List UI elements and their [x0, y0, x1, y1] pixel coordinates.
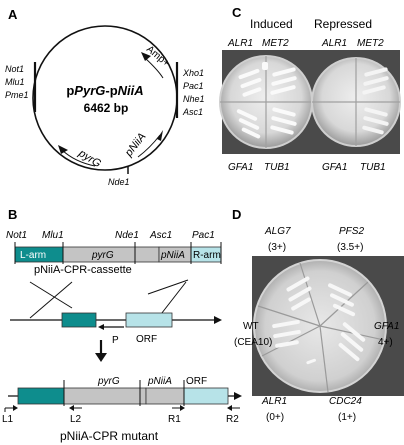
- mutant-locus: pyrG pNiiA ORF: [8, 376, 242, 406]
- genome-orf: [125, 312, 173, 328]
- primer-r1: R1: [168, 414, 181, 425]
- promoter-label: P: [112, 335, 119, 346]
- primer-r2: R2: [226, 414, 239, 425]
- site-pac1: Pac1: [183, 81, 204, 91]
- panel-c-letter: C: [232, 5, 242, 20]
- crossover-right-a: [147, 279, 189, 295]
- seg-rarm: R-arm: [193, 250, 221, 261]
- gene-tub1-induced: TUB1: [264, 162, 290, 173]
- seg-pniia: pNiiA: [160, 250, 185, 261]
- gene-gfa1-induced: GFA1: [228, 162, 253, 173]
- induced-streaks-tub1: [270, 107, 297, 135]
- feature-pyrg: pyrG: [76, 147, 104, 171]
- sector-score-cdc24: (1+): [338, 412, 356, 423]
- seg-pyrg: pyrG: [91, 250, 114, 261]
- condition-induced: Induced: [250, 17, 293, 31]
- sector-score-alr1: (0+): [266, 412, 284, 423]
- gene-met2-repressed: MET2: [357, 38, 384, 49]
- panel-d: D ALG7 (3+) PFS2 (3.5+): [232, 207, 404, 423]
- site-asc1: Asc1: [182, 107, 203, 117]
- plasmid-name: pPyrG-pNiiA: [66, 83, 143, 98]
- mutant-seg-pyrg: pyrG: [97, 376, 120, 387]
- repressed-streaks-met2: [362, 67, 389, 95]
- cassette: L-arm pyrG pNiiA R-arm: [14, 242, 222, 264]
- down-arrow-head: [95, 353, 107, 362]
- sector-gene-alr1: ALR1: [261, 396, 287, 407]
- genome-locus: P ORF: [10, 312, 222, 346]
- site-b-nde1: Nde1: [115, 230, 139, 241]
- primer-l1: L1: [2, 414, 14, 425]
- primers: L1 L2 R1 R2: [2, 405, 240, 425]
- panel-a-letter: A: [8, 7, 18, 22]
- orf-label: ORF: [136, 334, 157, 345]
- sector-gene-pfs2: PFS2: [339, 226, 364, 237]
- gene-gfa1-repressed: GFA1: [322, 162, 347, 173]
- seg-larm: L-arm: [20, 250, 46, 261]
- crossover-right-b: [157, 281, 187, 319]
- mutant-seg-pniia: pNiiA: [147, 376, 172, 387]
- induced-streaks-alr1: [238, 68, 262, 97]
- panel-c: C Induced Repressed ALR1 MET2 ALR1 MET2: [219, 5, 401, 173]
- site-mlu1: Mlu1: [5, 77, 25, 87]
- site-b-not1: Not1: [6, 230, 27, 241]
- crossover-left-b: [29, 281, 73, 319]
- panel-b-letter: B: [8, 207, 17, 222]
- site-pme1: Pme1: [5, 90, 29, 100]
- gene-alr1-repressed: ALR1: [321, 38, 347, 49]
- pniia-arrowhead: [157, 130, 163, 141]
- sector-gene-wt: WT: [243, 321, 259, 332]
- primer-l2: L2: [70, 414, 82, 425]
- panel-a: A Not1 Mlu1 Pme1 Xho1 Pac1 Nhe1 Asc1 Amp…: [5, 7, 205, 187]
- sector-gene-alg7: ALG7: [264, 226, 291, 237]
- mutant-orf: [183, 387, 229, 405]
- pyrg-arrowhead: [58, 145, 68, 154]
- site-xho1: Xho1: [182, 68, 204, 78]
- crossover-left-a: [29, 281, 73, 309]
- sector-score-alg7: (3+): [268, 242, 286, 253]
- sector-gene-gfa1: GFA1: [374, 321, 399, 332]
- site-b-mlu1: Mlu1: [42, 230, 64, 241]
- plate-repressed: [311, 57, 401, 147]
- site-nde1: Nde1: [108, 177, 130, 187]
- sector-score-gfa1: 4+): [378, 337, 393, 348]
- induced-streaks-gfa1: [236, 109, 261, 139]
- gene-tub1-repressed: TUB1: [360, 162, 386, 173]
- mutant-larm: [17, 387, 65, 405]
- mutant-pniia: [145, 387, 185, 405]
- amp-feature-line: [144, 57, 164, 79]
- site-not1: Not1: [5, 64, 24, 74]
- gene-met2-induced: MET2: [262, 38, 289, 49]
- plasmid-size: 6462 bp: [84, 101, 129, 115]
- plate-d-dividers: [257, 262, 385, 393]
- sector-score-pfs2: (3.5+): [337, 242, 363, 253]
- cassette-label: pNiiA-CPR-cassette: [34, 264, 132, 276]
- site-b-asc1: Asc1: [149, 230, 172, 241]
- condition-repressed: Repressed: [314, 17, 372, 31]
- site-b-pac1: Pac1: [192, 230, 215, 241]
- plate-induced: [219, 55, 313, 149]
- repressed-streaks-tub1: [362, 107, 389, 135]
- plate-d-streaks: [272, 276, 366, 365]
- feature-pniia: pNiiA: [122, 131, 148, 160]
- amp-arrowhead: [141, 52, 151, 61]
- mutant-seg-orf: ORF: [186, 376, 207, 387]
- site-nhe1: Nhe1: [183, 94, 205, 104]
- induced-streaks-met2: [262, 62, 297, 95]
- gene-alr1-induced: ALR1: [227, 38, 253, 49]
- sector-score-wt: (CEA10): [234, 337, 272, 348]
- sector-gene-cdc24: CDC24: [329, 396, 362, 407]
- panel-d-letter: D: [232, 207, 241, 222]
- panel-b: B Not1 Mlu1 Nde1 Asc1 Pac1 L-arm pyrG pN…: [2, 207, 242, 443]
- mutant-label: pNiiA-CPR mutant: [60, 429, 159, 443]
- mutant-pyrg: [63, 387, 147, 405]
- genome-larm: [61, 312, 97, 328]
